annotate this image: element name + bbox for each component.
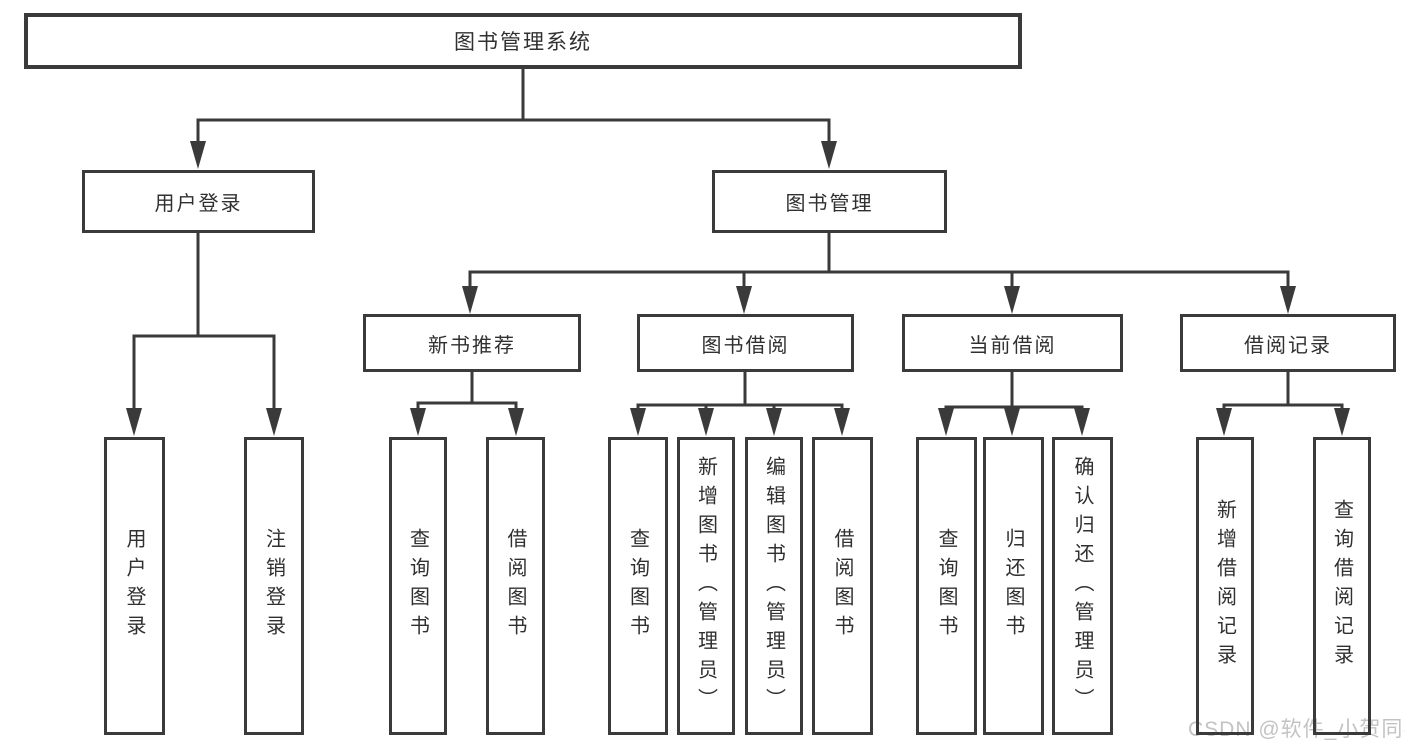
leaf-borrow-query-books: 查询图书 bbox=[608, 437, 668, 735]
watermark: CSDN @软件_小贺同学 bbox=[1188, 718, 1405, 741]
leaf-borrow-borrow-books: 借阅图书 bbox=[812, 437, 873, 735]
leaf-record-add-borrow-record: 新增借阅记录 bbox=[1196, 437, 1254, 735]
leaf-borrow-edit-books-admin: 编辑图书（管理员） bbox=[745, 437, 803, 735]
leaf-current-query-books: 查询图书 bbox=[916, 437, 977, 735]
leaf-record-query-borrow-record: 查询借阅记录 bbox=[1313, 437, 1371, 735]
leaf-borrow-add-books-admin: 新增图书（管理员） bbox=[677, 437, 735, 735]
leaf-newbook-query-books: 查询图书 bbox=[389, 437, 447, 735]
leaf-current-confirm-return-admin: 确认归还（管理员） bbox=[1052, 437, 1113, 735]
leaf-logout: 注销登录 bbox=[244, 437, 304, 735]
node-new-book-recommend: 新书推荐 bbox=[363, 314, 581, 372]
leaf-current-return-books: 归还图书 bbox=[983, 437, 1044, 735]
node-current-borrow: 当前借阅 bbox=[902, 314, 1123, 372]
connector-group-current-borrow bbox=[938, 372, 1090, 436]
connector-group-book-borrow bbox=[630, 372, 850, 436]
node-book-borrow: 图书借阅 bbox=[637, 314, 854, 372]
connector-group-new-book bbox=[410, 372, 524, 436]
node-root: 图书管理系统 bbox=[24, 13, 1022, 69]
connector-group-borrow-record bbox=[1216, 372, 1350, 436]
node-borrow-record: 借阅记录 bbox=[1180, 314, 1396, 372]
leaf-user-login: 用户登录 bbox=[104, 437, 165, 735]
node-user-login: 用户登录 bbox=[82, 170, 315, 233]
connector-group-user-login bbox=[126, 233, 282, 436]
connector-group-root bbox=[190, 69, 837, 169]
node-book-mgmt: 图书管理 bbox=[712, 170, 947, 233]
leaf-newbook-borrow-books: 借阅图书 bbox=[486, 437, 545, 735]
connector-group-book-mgmt bbox=[462, 233, 1296, 314]
